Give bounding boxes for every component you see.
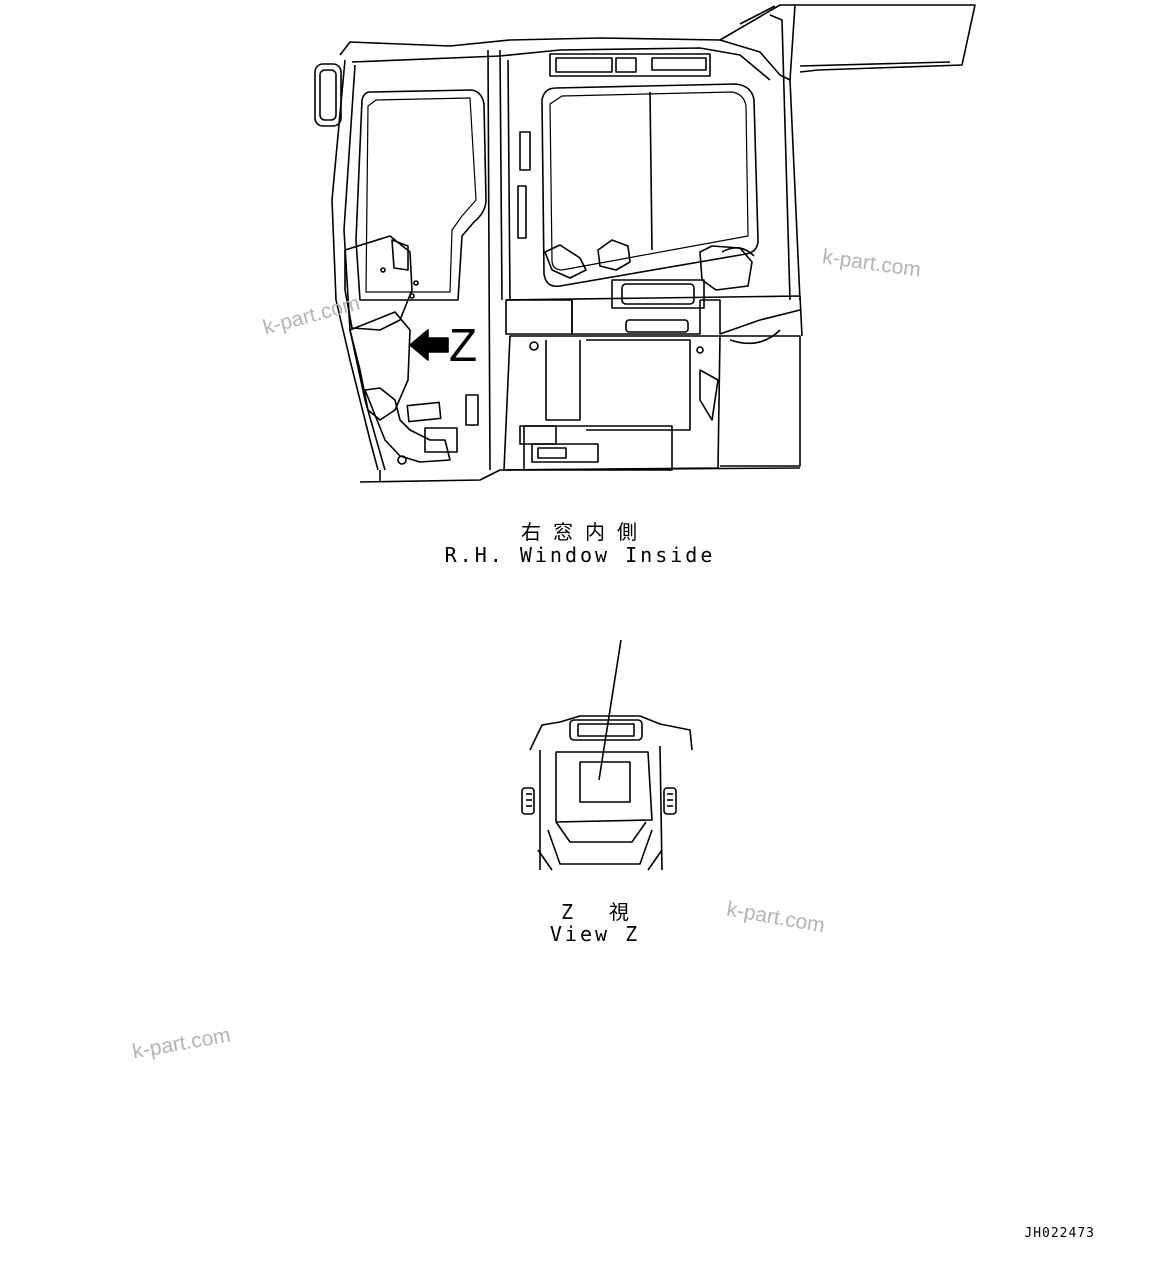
view-z-drawing (521, 639, 693, 871)
top-view-caption-english: R.H. Window Inside (444, 543, 716, 567)
bottom-view-caption-japanese: Z 視 (560, 900, 642, 924)
top-view-caption-japanese: 右窓内側 (521, 520, 649, 544)
view-arrow-label: Z (449, 319, 478, 371)
cab-interior-view (314, 4, 976, 483)
drawing-number: JH022473 (1024, 1226, 1095, 1241)
label-position-box (579, 761, 631, 803)
bottom-view-caption-english: View Z (549, 922, 641, 946)
